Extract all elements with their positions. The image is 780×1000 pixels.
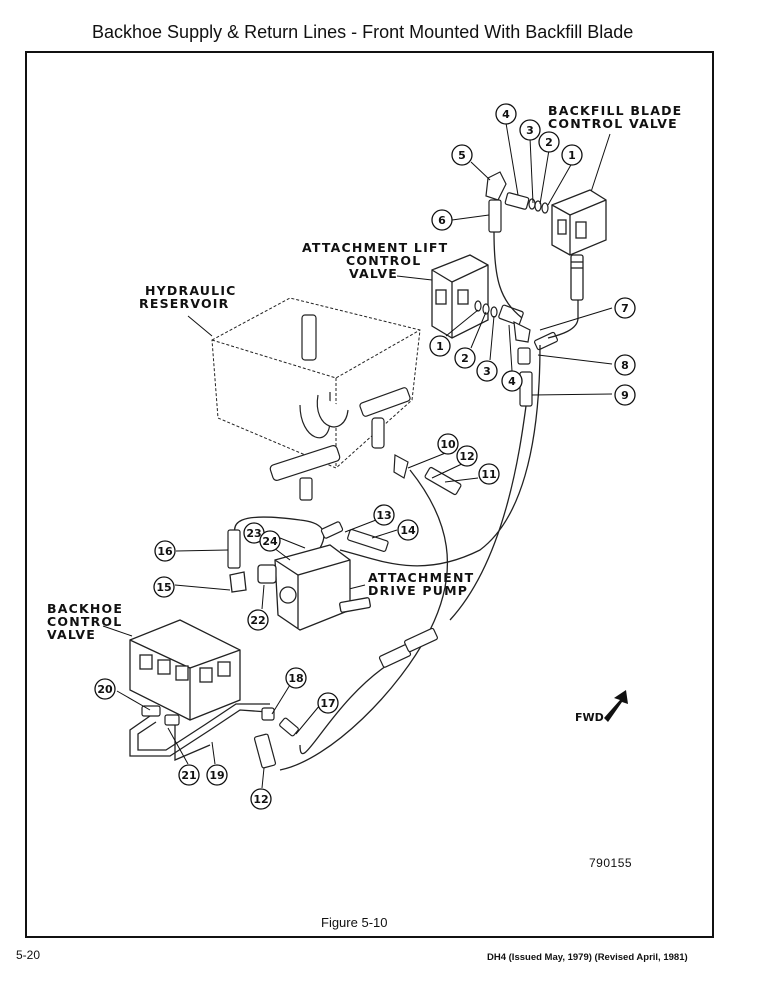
attachment-lift-control-valve: [431, 254, 489, 339]
label-backfill-blade-control-valve: BACKFILL BLADE CONTROL VALVE: [548, 103, 682, 131]
label-hydraulic-reservoir: HYDRAULIC RESERVOIR: [139, 283, 237, 311]
svg-text:14: 14: [400, 524, 416, 537]
callout-14: 14: [397, 519, 419, 541]
svg-text:21: 21: [181, 769, 196, 782]
svg-text:1: 1: [568, 149, 576, 162]
callout-13: 13: [373, 504, 395, 526]
svg-text:12: 12: [459, 450, 474, 463]
callout-23: 23: [243, 522, 265, 544]
label-lift-line1: ATTACHMENT LIFT: [302, 240, 448, 255]
callout-8: 8: [614, 354, 636, 376]
callout-4: 4: [495, 103, 517, 125]
backhoe-tubes: [129, 703, 270, 761]
callout-12: 12: [456, 445, 478, 467]
svg-text:4: 4: [502, 108, 510, 121]
svg-text:6: 6: [438, 214, 446, 227]
hose-fittings: [227, 454, 462, 769]
svg-text:2: 2: [545, 136, 553, 149]
svg-text:17: 17: [320, 697, 335, 710]
svg-text:13: 13: [376, 509, 391, 522]
page-title: Backhoe Supply & Return Lines - Front Mo…: [92, 22, 634, 42]
callout-17: 17: [317, 692, 339, 714]
svg-text:11: 11: [481, 468, 496, 481]
svg-text:15: 15: [156, 581, 171, 594]
svg-text:3: 3: [483, 365, 491, 378]
callout-2-lift: 2: [454, 347, 476, 369]
callout-4-lift: 4: [501, 370, 523, 392]
svg-text:3: 3: [526, 124, 534, 137]
svg-text:12: 12: [253, 793, 268, 806]
backfill-fittings: [485, 171, 549, 233]
callout-15: 15: [153, 576, 175, 598]
backhoe-control-valve: [129, 619, 241, 721]
label-lift-line3: VALVE: [349, 266, 398, 281]
page-number: 5-20: [16, 948, 41, 962]
callout-3: 3: [519, 119, 541, 141]
label-backhoe-line3: VALVE: [47, 627, 96, 642]
callout-21: 21: [178, 764, 200, 786]
callout-18: 18: [285, 667, 307, 689]
callout-3-lift: 3: [476, 360, 498, 382]
label-attachment-drive-pump: ATTACHMENT DRIVE PUMP: [368, 570, 473, 598]
figure-caption: Figure 5-10: [321, 915, 388, 930]
callout-9: 9: [614, 384, 636, 406]
svg-text:10: 10: [440, 438, 456, 451]
label-reservoir-line2: RESERVOIR: [139, 296, 230, 311]
label-backfill-line1: BACKFILL BLADE: [548, 103, 682, 118]
svg-text:2: 2: [461, 352, 469, 365]
label-backfill-line2: CONTROL VALVE: [548, 116, 678, 131]
hydraulic-hoses: [234, 231, 579, 771]
callout-19: 19: [206, 764, 228, 786]
drawing-number: 790155: [589, 856, 633, 870]
label-lift-line2: CONTROL: [346, 253, 421, 268]
label-pump-line2: DRIVE PUMP: [368, 583, 468, 598]
svg-text:8: 8: [621, 359, 629, 372]
callout-5: 5: [451, 144, 473, 166]
callout-22: 22: [247, 609, 269, 631]
svg-text:18: 18: [288, 672, 303, 685]
callout-2: 2: [538, 131, 560, 153]
svg-text:22: 22: [250, 614, 265, 627]
callout-1: 1: [561, 144, 583, 166]
svg-text:20: 20: [97, 683, 113, 696]
fwd-arrow-icon: [604, 690, 628, 722]
fwd-indicator: FWD: [575, 690, 628, 724]
svg-text:16: 16: [157, 545, 173, 558]
svg-text:1: 1: [436, 340, 444, 353]
svg-text:24: 24: [262, 535, 278, 548]
reservoir-fittings: [269, 314, 411, 501]
callout-6: 6: [431, 209, 453, 231]
label-attachment-lift-control-valve: ATTACHMENT LIFT CONTROL VALVE: [302, 240, 448, 281]
svg-text:7: 7: [621, 302, 629, 315]
callout-12-lower: 12: [250, 788, 272, 810]
attachment-drive-pump: [229, 544, 371, 631]
callout-7: 7: [614, 297, 636, 319]
svg-text:9: 9: [621, 389, 629, 402]
label-backhoe-control-valve: BACKHOE CONTROL VALVE: [47, 601, 123, 642]
document-revision: DH4 (Issued May, 1979) (Revised April, 1…: [487, 952, 688, 963]
callout-11: 11: [478, 463, 500, 485]
backfill-blade-control-valve: [551, 189, 607, 301]
callout-10: 10: [437, 433, 459, 455]
svg-text:4: 4: [508, 375, 516, 388]
callout-16: 16: [154, 540, 176, 562]
callouts: 1 2 3 4 5 6 1 2 3 4 7 8 9 10 12 11 13 14…: [94, 103, 636, 810]
fwd-label: FWD: [575, 711, 604, 724]
callout-20: 20: [94, 678, 116, 700]
svg-text:23: 23: [246, 527, 261, 540]
svg-text:5: 5: [458, 149, 466, 162]
label-leaders: [102, 133, 611, 637]
label-backhoe-line2: CONTROL: [47, 614, 122, 629]
callout-24: 24: [259, 530, 281, 552]
figure-frame: [25, 51, 714, 938]
label-backhoe-line1: BACKHOE: [47, 601, 123, 616]
label-reservoir-line1: HYDRAULIC: [145, 283, 237, 298]
svg-text:19: 19: [209, 769, 224, 782]
callout-1-lift: 1: [429, 335, 451, 357]
